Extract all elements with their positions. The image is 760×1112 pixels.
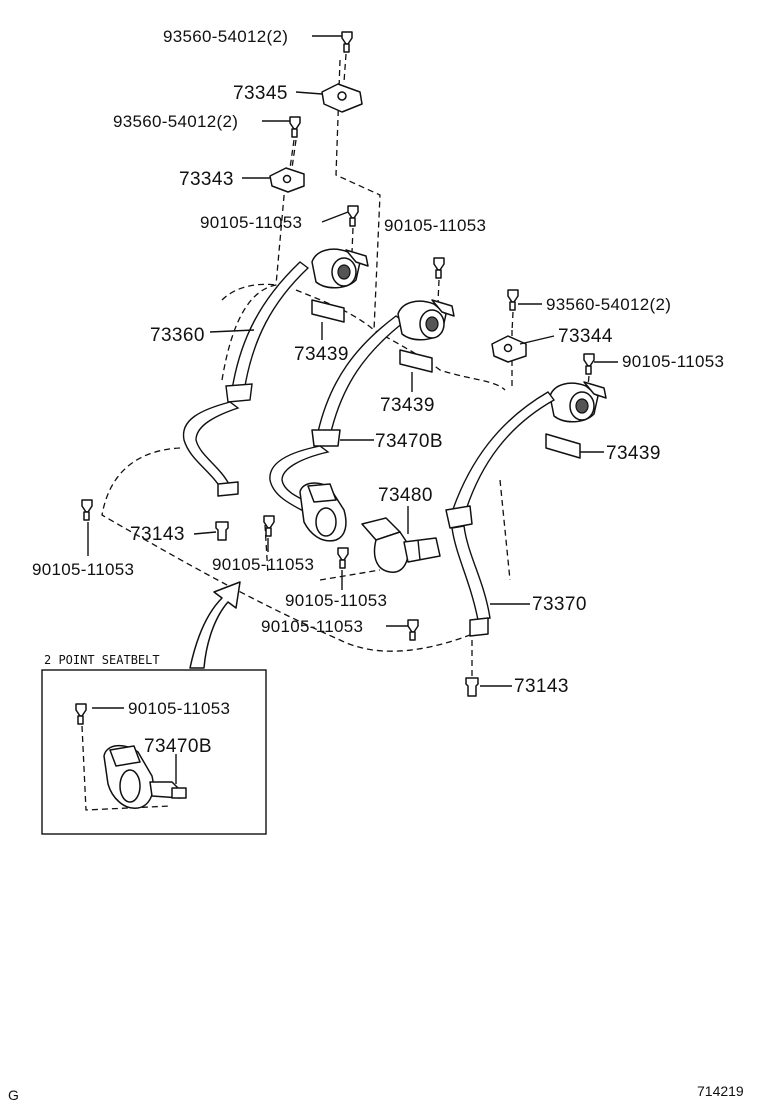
label-stud-73143-left: 73143 [130,524,185,545]
bolt-93560-right-part [507,289,519,311]
bolt-90105-a-part [347,205,359,227]
bolt-90105-left-part [81,499,93,521]
label-pad-73439-b: 73439 [380,395,435,416]
retractor-right-part [549,381,607,423]
stud-73143-right-part [465,677,479,697]
label-bolt-93560-top: 93560-54012(2) [163,27,288,46]
inset-bolt-label: 90105-11053 [128,699,230,718]
bolt-90105-c-part [583,353,595,375]
belt-73360-part [182,261,310,497]
bolt-93560-mid-part [289,116,301,138]
bolt-93560-top-part [341,31,353,53]
label-bolt-90105-d: 90105-11053 [212,555,314,574]
label-buckle-73480: 73480 [378,485,433,506]
label-anchor-73344: 73344 [558,326,613,347]
label-bolt-90105-e: 90105-11053 [285,591,387,610]
inset-buckle-label: 73470B [144,736,212,757]
label-buckle-73470b: 73470B [375,431,443,452]
label-bolt-90105-a: 90105-11053 [200,213,302,232]
label-belt-73370: 73370 [532,594,587,615]
belt-73370-part [445,391,556,637]
leader-lines [87,35,618,687]
footer-left-code: G [8,1087,19,1103]
label-bolt-93560-mid: 93560-54012(2) [113,112,238,131]
inset-2-point-seatbelt: 2 POINT SEATBELT 90105-11053 73470B [41,653,267,835]
label-bolt-90105-left: 90105-11053 [32,560,134,579]
label-bolt-93560-right: 93560-54012(2) [546,295,671,314]
label-stud-73143-right: 73143 [514,676,569,697]
buckle-73480-part [361,517,441,573]
buckle-73470b-part [299,482,347,542]
anchor-73344-part [491,335,527,363]
label-bolt-90105-b: 90105-11053 [384,216,486,235]
inset-pointer-arrow [189,581,241,669]
label-anchor-73343: 73343 [179,169,234,190]
label-pad-73439-c: 73439 [606,443,661,464]
label-bolt-90105-f: 90105-11053 [261,617,363,636]
bolt-90105-d-part [263,515,275,537]
label-belt-73360: 73360 [150,325,205,346]
label-anchor-73345: 73345 [233,83,288,104]
pad-73439-a-part [311,299,345,323]
retractor-left-part [311,248,369,289]
inset-frame [41,669,267,835]
inset-buckle-part [103,744,187,809]
stud-73143-left-part [215,521,229,541]
pad-73439-c-part [545,433,581,459]
bolt-90105-b-part [433,257,445,279]
label-bolt-90105-c: 90105-11053 [622,352,724,371]
pad-73439-b-part [399,349,433,373]
anchor-73345-part [321,83,363,113]
retractor-center-part [397,299,455,341]
label-pad-73439-a: 73439 [294,344,349,365]
inset-bolt-part [75,703,87,725]
inset-title: 2 POINT SEATBELT [44,653,160,667]
bolt-90105-f-part [407,619,419,641]
footer-figure-number: 714219 [697,1083,744,1099]
bolt-90105-e-part [337,547,349,569]
anchor-73343-part [269,167,305,193]
